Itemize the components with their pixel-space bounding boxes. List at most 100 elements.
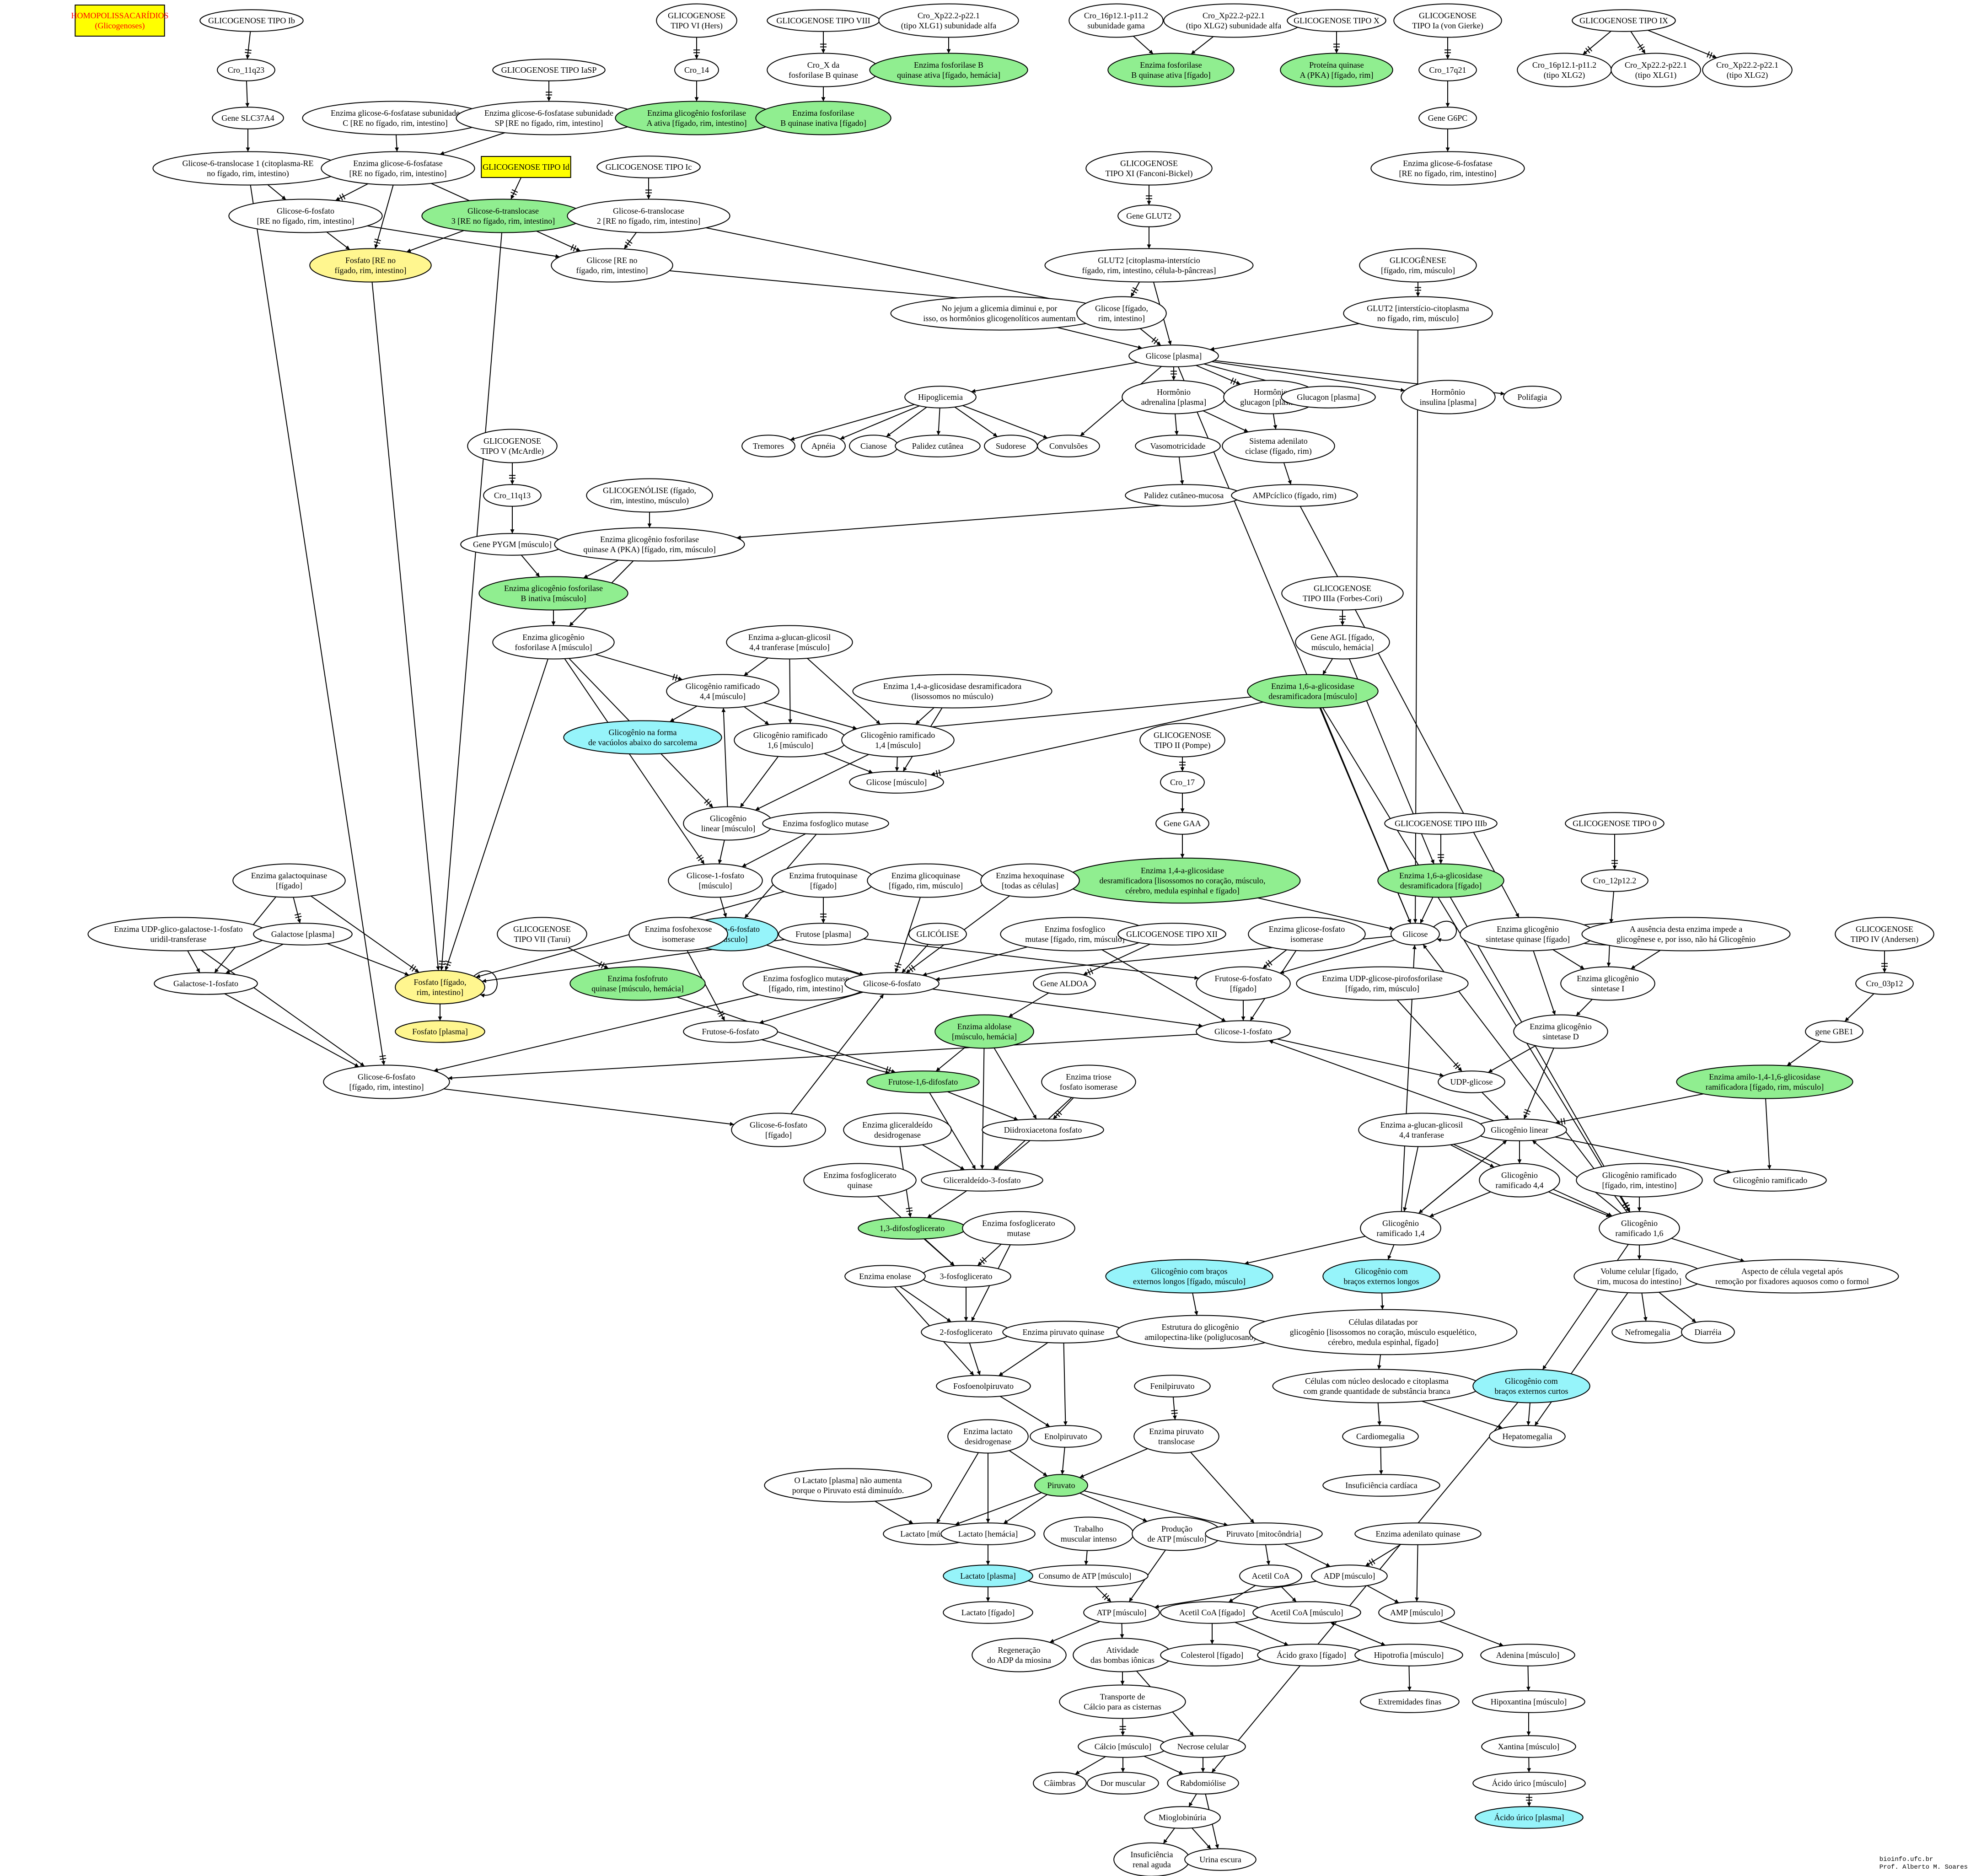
- edge-line: [706, 227, 1083, 306]
- edge-inhibit-mark: [625, 241, 631, 246]
- node-ellipse: [1354, 1644, 1463, 1666]
- node-enolpir: Enolpiruvato: [1030, 1425, 1102, 1448]
- node-label: Enzima piruvato quinase: [1023, 1328, 1105, 1337]
- node-label: HOMOPOLISSACARÍDIOS: [71, 11, 168, 20]
- node-cro16b: Cro_16p12.1-p11.2(tipo XLG2): [1517, 53, 1612, 87]
- node-label: desramificadora [músculo]: [1268, 692, 1357, 701]
- node-label: Acetil CoA [fígado]: [1179, 1608, 1245, 1617]
- node-g1f: Glicose-1-fosfato: [1196, 1020, 1291, 1043]
- node-udpGal: Enzima UDP-glico-galactose-1-fosfatourid…: [87, 917, 269, 951]
- edge-line: [1606, 945, 1611, 967]
- node-label: Acetil CoA [músculo]: [1271, 1608, 1343, 1617]
- edge-inhibit-mark: [439, 960, 446, 962]
- edge-inhibit-mark: [510, 192, 517, 195]
- edge-line: [901, 944, 929, 973]
- node-ellipse: [1247, 674, 1379, 709]
- node-label: GLICOGENÓLISE (fígado,: [603, 485, 696, 495]
- node-ellipse: [395, 1020, 485, 1043]
- edge-g6t3-fosfFig: [439, 232, 503, 971]
- node-label: Glicose-6-fosfato: [863, 979, 921, 988]
- edge-line: [935, 1046, 966, 1072]
- edge-line: [1481, 1091, 1509, 1120]
- node-label: rim, intestino]: [417, 988, 463, 997]
- node-label: ADP [músculo]: [1324, 1571, 1375, 1580]
- node-label: cérebro, medula espinhal e fígado]: [1125, 886, 1239, 895]
- node-ellipse: [1311, 1564, 1388, 1587]
- node-label: fígado, rim, intestino]: [576, 266, 648, 275]
- node-glicolise2: GLICÓLISE: [908, 923, 967, 946]
- node-glicoQ: Enzima glicoquinase[fígado, rim, músculo…: [867, 863, 985, 898]
- node-ellipse: [1855, 972, 1914, 995]
- node-label: Enzima adenilato quinase: [1376, 1529, 1461, 1538]
- edge-g1f-g6fFig: [448, 1033, 1198, 1080]
- edge-celNuc-hepato: [1422, 1400, 1503, 1429]
- node-dhap: Diidroxiacetona fosfato: [982, 1118, 1104, 1141]
- node-ellipse: [803, 1163, 917, 1198]
- node-ellipse: [1378, 1601, 1455, 1624]
- node-label: mutase: [1007, 1229, 1031, 1238]
- edge-line: [1277, 1038, 1444, 1077]
- node-ellipse: [1359, 248, 1477, 283]
- edge-gIX-cro16b: [1582, 31, 1611, 55]
- edge-gLin-g1f: [1268, 1040, 1494, 1122]
- edge-line: [1188, 1793, 1197, 1807]
- node-fenil: Fenilpiruvato: [1134, 1375, 1211, 1398]
- node-ellipse: [1087, 1772, 1159, 1795]
- node-gluPl: Glicose [plasma]: [1128, 344, 1219, 367]
- node-label: Gene SLC37A4: [221, 113, 274, 123]
- edge-line: [999, 1396, 1050, 1427]
- node-galPl: Galactose [plasma]: [253, 923, 353, 946]
- node-label: Cro_Xp22.2-p22.1: [918, 11, 980, 20]
- edge-line: [1228, 1585, 1256, 1603]
- node-label: glicogênio [lisossomos no coração, múscu…: [1290, 1328, 1477, 1337]
- node-label: de vacúolos abaixo do sarcolema: [588, 738, 697, 747]
- edge-line: [1060, 1447, 1065, 1475]
- edge-inhibit-mark: [295, 916, 302, 919]
- node-ellipse: [936, 1375, 1031, 1398]
- node-label: Xantina [músculo]: [1498, 1742, 1559, 1751]
- edge-pTransl-pirMit: [1190, 1451, 1255, 1524]
- node-label: quinase: [848, 1181, 873, 1190]
- node-label: desramificadora [lisossomos no coração, …: [1100, 876, 1266, 885]
- node-ellipse: [1479, 1163, 1560, 1198]
- edge-gr44m-gVac: [669, 705, 698, 722]
- node-ellipse: [731, 1113, 826, 1147]
- node-label: O Lactato [plasma] não aumenta: [795, 1476, 902, 1485]
- node-ellipse: [497, 917, 587, 951]
- node-hexoQ: Enzima hexoquinase[todas as células]: [980, 863, 1080, 898]
- edge-line: [1084, 1550, 1089, 1565]
- edge-line: [1283, 462, 1292, 485]
- edge-line: [1365, 1544, 1401, 1567]
- node-ellipse: [154, 972, 258, 995]
- edge-line: [1140, 328, 1161, 346]
- node-ellipse: [1281, 386, 1376, 409]
- node-label: GLICOGENOSE: [1314, 584, 1371, 593]
- edge-g6t2-gluFig: [706, 227, 1083, 306]
- node-e16f: Enzima 1,6-a-glicosidasedesramificadora …: [1377, 863, 1504, 898]
- edge-trioIso-dhap: [1052, 1097, 1074, 1120]
- edge-gV-cro11q13: [509, 462, 515, 485]
- edge-g6t1-g6fRE: [267, 184, 286, 200]
- node-label: Enolpiruvato: [1044, 1432, 1087, 1441]
- edge-gr16m-gluMus: [824, 753, 873, 774]
- edge-gbLong-estrut: [1192, 1293, 1198, 1316]
- node-adQ: Enzima adenilato quinase: [1354, 1522, 1482, 1545]
- node-consATP: Consumo de ATP [músculo]: [1021, 1564, 1149, 1587]
- node-gVIII: GLICOGENOSE TIPO VIII: [767, 9, 880, 32]
- edge-gIc-g6t2: [645, 177, 652, 199]
- node-label: Ácido graxo [fígado]: [1277, 1650, 1346, 1660]
- node-label: Glicose [RE no: [587, 256, 638, 265]
- node-label: Glicogênio com: [1355, 1267, 1407, 1276]
- edge-gys2-gsI: [1606, 945, 1611, 967]
- edge-inhibit-mark: [1087, 969, 1091, 976]
- node-palMuc: Palidez cutâneo-mucosa: [1125, 484, 1243, 507]
- node-ellipse: [483, 484, 542, 507]
- node-ellipse: [674, 59, 719, 81]
- node-gLin: Glicogênio linear: [1472, 1118, 1567, 1141]
- node-label: sintetase quinase [fígado]: [1486, 935, 1570, 944]
